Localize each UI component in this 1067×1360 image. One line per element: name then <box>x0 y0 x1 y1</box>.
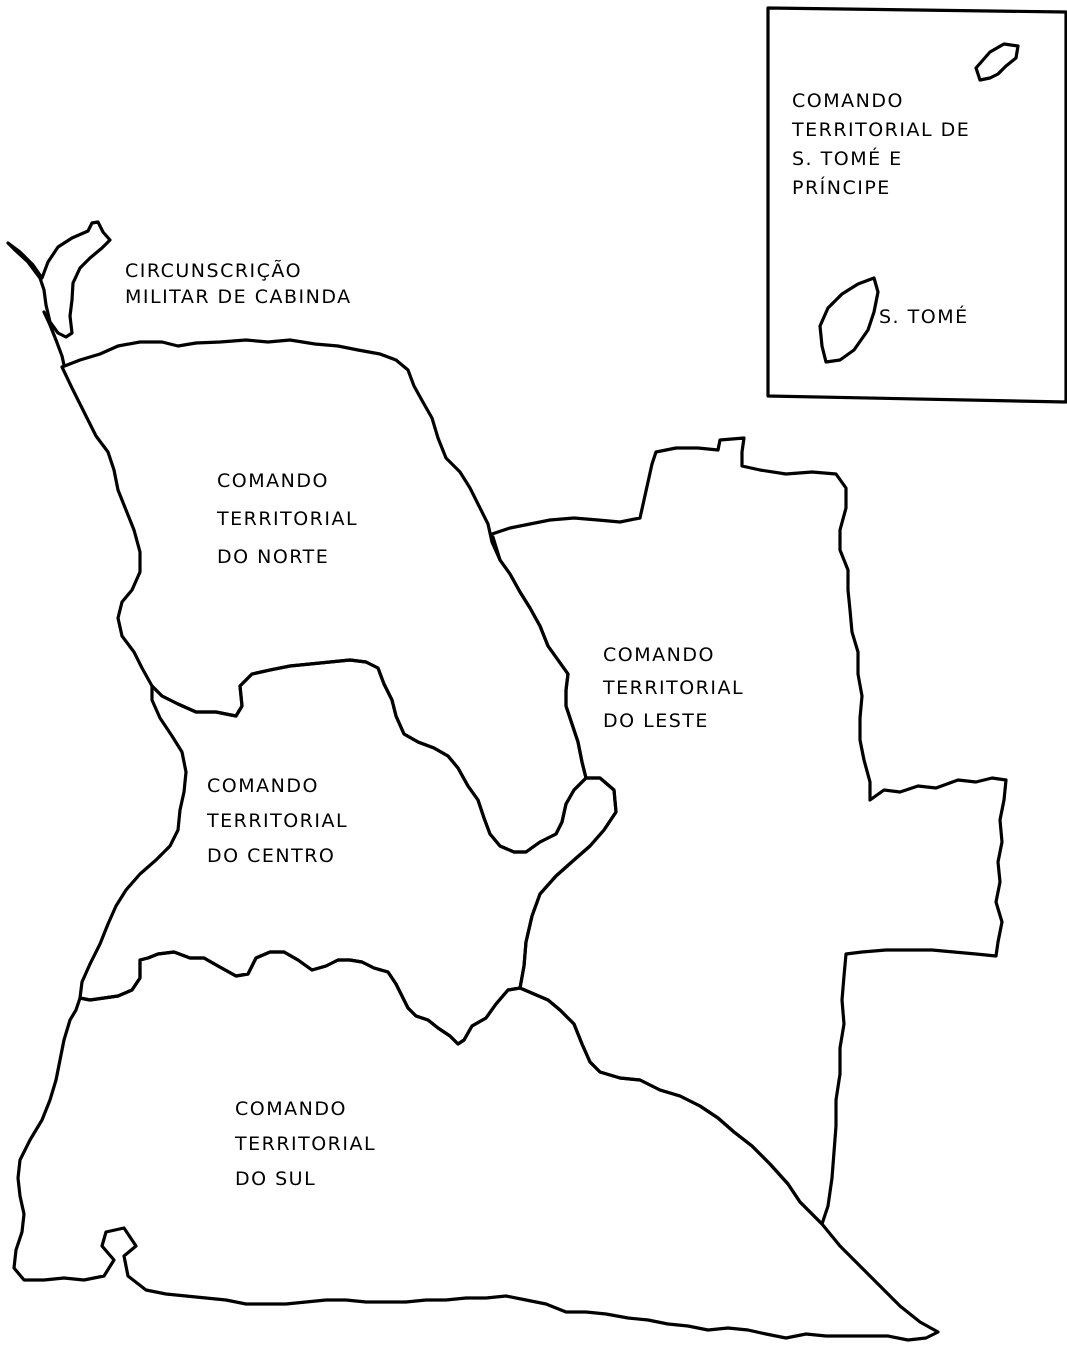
region-sul-outline <box>12 950 940 1342</box>
inset-title: COMANDO TERRITORIAL DE S. TOMÉ E PRÍNCIP… <box>792 90 971 199</box>
region-label-centro: COMANDO TERRITORIAL DO CENTRO <box>207 775 349 867</box>
region-label-sul: COMANDO TERRITORIAL DO SUL <box>235 1098 377 1190</box>
island-principe-outline <box>974 42 1020 82</box>
region-label-norte: COMANDO TERRITORIAL DO NORTE <box>217 470 359 568</box>
region-leste-outline <box>490 436 1008 1226</box>
region-label-leste: COMANDO TERRITORIAL DO LESTE <box>603 644 745 732</box>
coast-line-cabinda <box>42 310 66 367</box>
island-label-sao-tome: S. TOMÉ <box>879 306 969 328</box>
region-label-cabinda: CIRCUNSCRIÇÃO MILITAR DE CABINDA <box>125 260 352 308</box>
inset-frame <box>766 6 1067 404</box>
region-cabinda-outline <box>6 220 112 339</box>
island-sao-tome-outline <box>818 276 880 364</box>
